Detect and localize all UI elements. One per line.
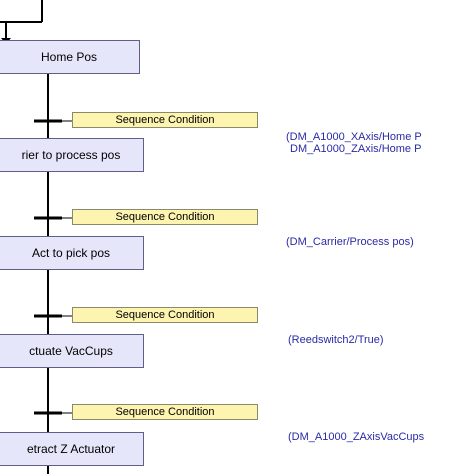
step-label: etract Z Actuator — [26, 442, 116, 456]
condition-label: Sequence Condition — [115, 406, 215, 418]
sequence-condition[interactable]: Sequence Condition — [72, 404, 258, 420]
note-line: (DM_A1000_XAxis/Home P — [286, 131, 422, 143]
step-act-to-pick-pos[interactable]: Act to pick pos — [0, 236, 144, 270]
condition-note: (Reedswitch2/True) — [288, 334, 384, 346]
sequence-condition[interactable]: Sequence Condition — [72, 112, 258, 128]
condition-label: Sequence Condition — [115, 114, 215, 126]
step-label: Act to pick pos — [31, 246, 111, 260]
step-label: rier to process pos — [21, 148, 121, 162]
step-actuate-vaccups[interactable]: ctuate VacCups — [0, 334, 144, 368]
condition-note: (DM_Carrier/Process pos) — [286, 236, 414, 248]
condition-label: Sequence Condition — [115, 309, 215, 321]
step-retract-z-actuator[interactable]: etract Z Actuator — [0, 432, 144, 466]
sequence-condition[interactable]: Sequence Condition — [72, 307, 258, 323]
sequence-condition[interactable]: Sequence Condition — [72, 209, 258, 225]
condition-note: (DM_A1000_XAxis/Home P DM_A1000_ZAxis/Ho… — [286, 131, 422, 155]
note-line: (DM_Carrier/Process pos) — [286, 236, 414, 248]
note-line: DM_A1000_ZAxis/Home P — [290, 143, 422, 155]
step-home-pos[interactable]: Home Pos — [0, 40, 140, 74]
condition-label: Sequence Condition — [115, 211, 215, 223]
condition-note: (DM_A1000_ZAxisVacCups — [288, 431, 424, 443]
step-label: ctuate VacCups — [29, 344, 113, 358]
note-line: (Reedswitch2/True) — [288, 334, 384, 346]
step-carrier-to-process-pos[interactable]: rier to process pos — [0, 138, 144, 172]
note-line: (DM_A1000_ZAxisVacCups — [288, 431, 425, 443]
step-label: Home Pos — [40, 50, 98, 64]
